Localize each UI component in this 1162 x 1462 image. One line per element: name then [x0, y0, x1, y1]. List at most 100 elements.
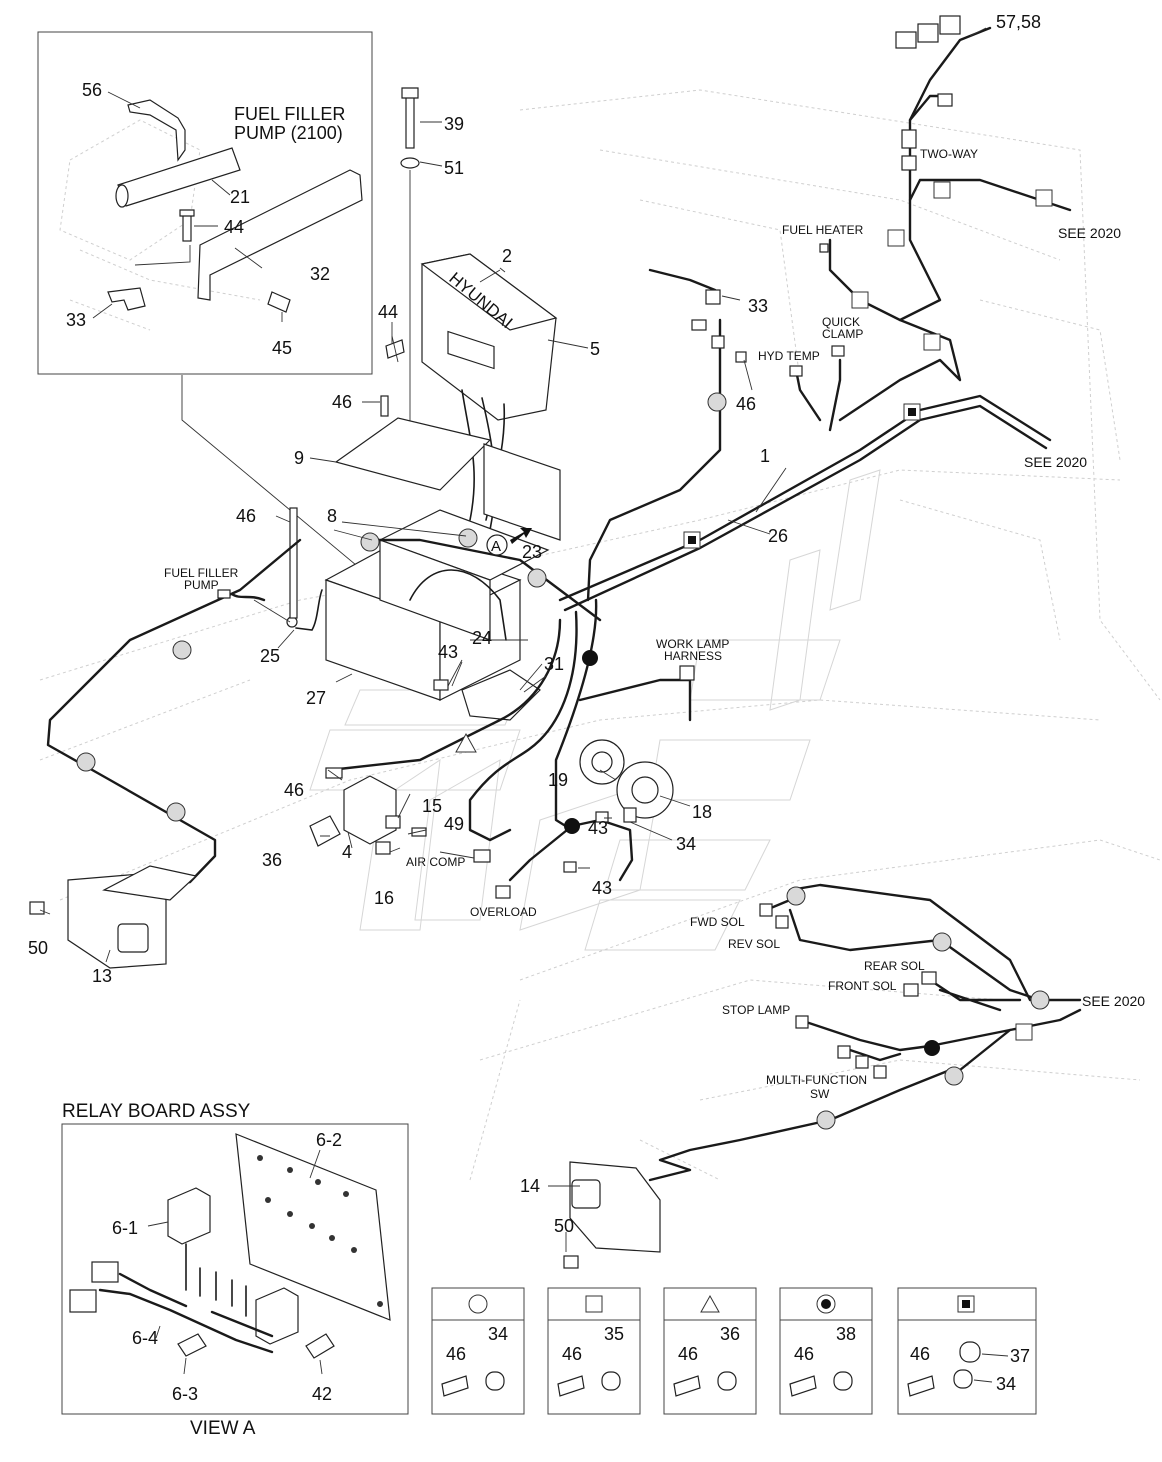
bolt-39: [405, 95, 415, 149]
legend-clamp: [485, 1371, 505, 1391]
horn-19-center: [591, 751, 613, 773]
callout-31: 31: [544, 654, 564, 674]
bolt-43-lower: [563, 861, 577, 873]
label-overload: OVERLOAD: [470, 905, 537, 919]
connector-58: [917, 23, 939, 43]
hole: [257, 1155, 263, 1161]
callout-16: 16: [374, 888, 394, 908]
clamp-marker: [76, 752, 96, 772]
callout-45: 45: [272, 338, 292, 358]
callout-19: 19: [548, 770, 568, 790]
callout-32: 32: [310, 264, 330, 284]
relay-board-inset: RELAY BOARD ASSY 6-2 6-1 6-4 6-3 42: [61, 1101, 409, 1439]
legend-box: [779, 1287, 873, 1415]
label-clamp: CLAMP: [822, 327, 863, 341]
lamp-13-lens: [117, 923, 149, 953]
connector-6-4b: [69, 1289, 97, 1313]
view-a-marker: A: [486, 528, 532, 556]
callouts: 39 51 2 5 44 46 9 46 8 23 25 27 24 43 31…: [28, 12, 1041, 1236]
view-a-arrow: [510, 528, 532, 544]
label-work-lamp-2: HARNESS: [664, 649, 722, 663]
clamp-marker: [944, 1066, 964, 1086]
view-a-caption: VIEW A: [190, 1418, 256, 1439]
washer-51: [400, 157, 420, 169]
connector-fuel-pump: [217, 589, 231, 599]
bolt-43-battery: [433, 679, 449, 691]
connector-57b: [937, 93, 953, 107]
callout-56: 56: [82, 80, 102, 100]
connector-57: [895, 31, 917, 49]
strap-56: [127, 99, 186, 162]
legend-box: [897, 1287, 1037, 1415]
bolt-39-head: [401, 87, 419, 99]
callout-46-a: 46: [332, 392, 352, 412]
callout-46-d: 46: [736, 394, 756, 414]
callout-26: 26: [768, 526, 788, 546]
view-a-circle: [486, 534, 508, 556]
label-multi-2: SW: [810, 1087, 830, 1101]
connector-work-lamp: [679, 665, 695, 681]
callout-39: 39: [444, 114, 464, 134]
filled-square-dot: [688, 536, 696, 544]
legend-3-bolt: 46: [678, 1344, 698, 1364]
bolt-46-right: [735, 351, 747, 363]
hole: [343, 1191, 349, 1197]
clamp-marker: [172, 640, 192, 660]
square-marker: [923, 333, 941, 351]
clamp-marker: [707, 392, 727, 412]
hole: [265, 1197, 271, 1203]
clamp-marker: [360, 532, 380, 552]
label-front-sol: FRONT SOL: [828, 979, 897, 993]
callout-6-2: 6-2: [316, 1130, 342, 1150]
callout-13: 13: [92, 966, 112, 986]
bolt-45: [267, 291, 291, 313]
legend-2-bolt: 46: [562, 1344, 582, 1364]
square-marker: [887, 229, 905, 247]
bolt-46-main: [380, 395, 389, 417]
lamp-14-lens: [571, 1179, 601, 1209]
legend-clamp-34: [953, 1369, 973, 1389]
callout-8: 8: [327, 506, 337, 526]
connector-33: [705, 289, 721, 305]
callout-57-58: 57,58: [996, 12, 1041, 32]
connector-two-way-b: [901, 155, 917, 171]
legend-bolt: [441, 1375, 469, 1397]
connector-fwd-sol: [759, 903, 773, 917]
filled-square-dot: [908, 408, 916, 416]
callout-51: 51: [444, 158, 464, 178]
connector-overload: [495, 885, 511, 899]
label-hyd-temp: HYD TEMP: [758, 349, 820, 363]
callout-18: 18: [692, 802, 712, 822]
controller-group: HYUNDAI: [309, 87, 589, 541]
connector-air-comp: [473, 849, 491, 863]
callout-50-a: 50: [28, 938, 48, 958]
callout-27: 27: [306, 688, 326, 708]
square-marker: [851, 291, 869, 309]
ghost-frame: [39, 89, 1161, 1181]
hole: [287, 1167, 293, 1173]
label-rear-sol: REAR SOL: [864, 959, 925, 973]
relay-15: [385, 815, 401, 829]
label-see-2020-c: SEE 2020: [1082, 993, 1145, 1009]
callout-42: 42: [312, 1384, 332, 1404]
legend-5-clamp2: 34: [996, 1374, 1016, 1394]
connector-rear-sol: [921, 971, 937, 985]
bolt-46-bracket: [325, 767, 343, 779]
callout-50-b: 50: [554, 1216, 574, 1236]
hole: [377, 1301, 383, 1307]
callout-43-c: 43: [592, 878, 612, 898]
clamp-marker: [786, 886, 806, 906]
callout-6-1: 6-1: [112, 1218, 138, 1238]
callout-36: 36: [262, 850, 282, 870]
plate-9: [334, 417, 492, 491]
legend-filled-circle: 46 38: [779, 1287, 873, 1415]
inset-title-line1: FUEL FILLER: [234, 104, 345, 124]
hole: [287, 1211, 293, 1217]
connector-multi-1: [837, 1045, 851, 1059]
legend-2-clamp: 35: [604, 1324, 624, 1344]
clamp-markers: [76, 181, 1053, 1130]
label-rev-sol: REV SOL: [728, 937, 780, 951]
bolt-46-battery: [289, 507, 298, 619]
bolt-6-3: [177, 1333, 207, 1357]
